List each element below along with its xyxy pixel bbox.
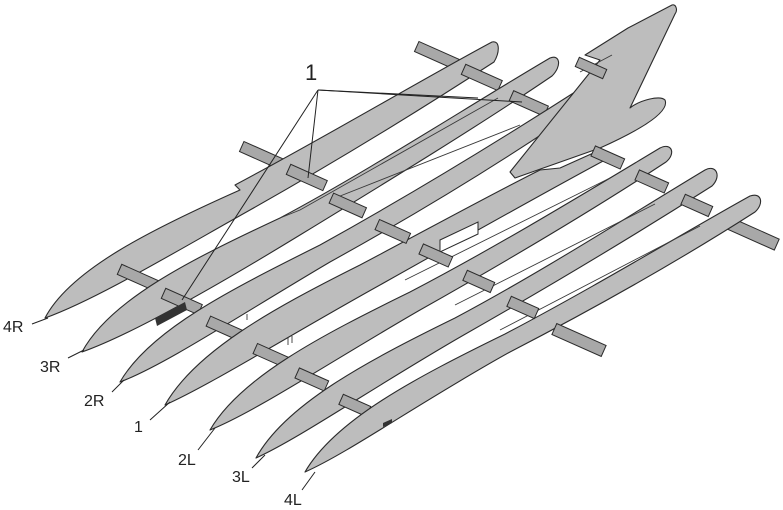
rib-4R bbox=[44, 41, 499, 319]
cross-tab bbox=[680, 193, 714, 218]
center-fin bbox=[509, 4, 677, 179]
label-3R: 3R bbox=[40, 359, 60, 376]
part-3R bbox=[81, 56, 560, 353]
cross-tab bbox=[462, 269, 496, 294]
leader-line bbox=[317, 89, 523, 103]
label-4R: 4R bbox=[3, 319, 23, 336]
cross-tab bbox=[418, 243, 454, 268]
leader-line bbox=[307, 89, 319, 179]
label-4L: 4L bbox=[284, 492, 302, 509]
part-2L bbox=[209, 145, 673, 431]
label-2L: 2L bbox=[178, 452, 196, 469]
center-slot bbox=[439, 221, 479, 253]
cross-tab bbox=[506, 295, 540, 320]
cross-tab bbox=[374, 218, 412, 245]
label-2R: 2R bbox=[84, 393, 104, 410]
cross-tab bbox=[294, 367, 330, 392]
callout-1: 1 bbox=[181, 60, 523, 301]
part-4L bbox=[304, 193, 780, 473]
label-1: 1 bbox=[134, 419, 143, 436]
cross-tab bbox=[460, 63, 503, 92]
cross-tab bbox=[574, 56, 608, 80]
rib-3L bbox=[255, 168, 718, 459]
part-4R bbox=[44, 40, 499, 319]
leader-line bbox=[181, 89, 319, 301]
callout-number: 1 bbox=[305, 60, 317, 85]
label-3L: 3L bbox=[232, 469, 250, 486]
cross-tab bbox=[634, 169, 670, 194]
cross-tab bbox=[551, 322, 607, 358]
cross-tab bbox=[590, 145, 626, 170]
part-labels: 4R 3R 2R 1 2L 3L 4L bbox=[3, 317, 316, 509]
part-3L bbox=[255, 168, 718, 459]
cross-tab bbox=[328, 192, 368, 219]
rib-2L bbox=[209, 145, 673, 431]
rib-4L bbox=[304, 194, 762, 473]
